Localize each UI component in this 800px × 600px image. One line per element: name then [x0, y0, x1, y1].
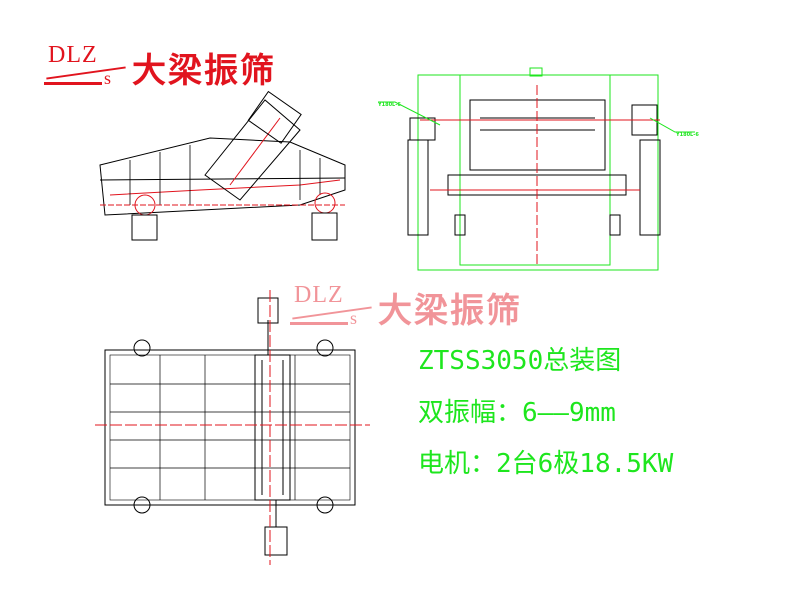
front-view: Y180L-6 Y180L-6: [377, 67, 699, 271]
motor-label-right: Y180L-6: [675, 132, 699, 138]
company-name: 大梁振筛: [132, 50, 276, 91]
dlzs-logo-mark: DLZ s: [290, 282, 372, 332]
amplitude-spec: 双振幅：6——9mm: [418, 398, 616, 428]
watermark-logo: DLZ s 大梁振筛: [290, 282, 522, 332]
logo-mark-sub: s: [104, 68, 112, 88]
motor-label-left: Y180L-6: [377, 102, 401, 108]
side-view: [99, 90, 346, 241]
motor-spec: 电机：2台6极18.5KW: [418, 449, 674, 479]
company-logo: DLZ s 大梁振筛: [44, 42, 276, 92]
logo-mark-sub: s: [350, 308, 358, 328]
logo-mark-text: DLZ: [294, 282, 344, 308]
logo-mark-text: DLZ: [48, 42, 98, 68]
company-name: 大梁振筛: [378, 290, 522, 331]
dlzs-logo-mark: DLZ s: [44, 42, 126, 92]
top-view: [95, 290, 370, 565]
model-title: ZTSS3050总装图: [418, 346, 622, 376]
